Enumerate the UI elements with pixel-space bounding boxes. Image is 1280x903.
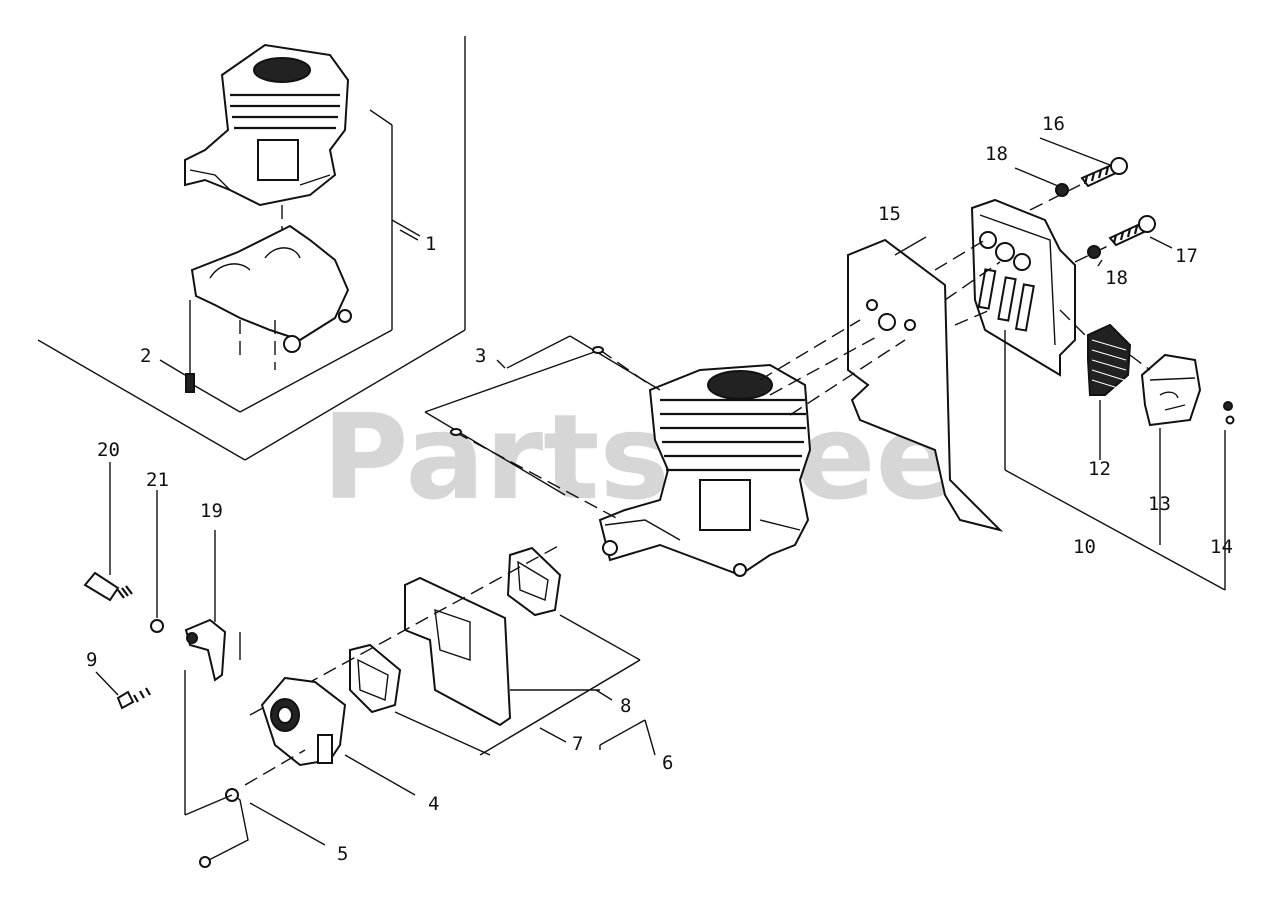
- cylinder-block[interactable]: [598, 363, 812, 577]
- callout-9: 9: [86, 649, 97, 671]
- callout-10: 10: [1073, 536, 1096, 558]
- crankcase-lower[interactable]: [190, 224, 352, 353]
- callout-17: 17: [1175, 245, 1198, 267]
- callout-15: 15: [878, 203, 901, 225]
- nut-icon-14b[interactable]: [1225, 415, 1235, 425]
- gasket-8[interactable]: [506, 546, 562, 617]
- dash-shield-1: [759, 319, 861, 381]
- callout-3: 3: [475, 345, 486, 367]
- callout-13: 13: [1148, 493, 1171, 515]
- callout-19: 19: [200, 500, 223, 522]
- heat-shield[interactable]: [847, 238, 1004, 532]
- washer-icon-18b[interactable]: [1087, 245, 1101, 259]
- screw-icon-2[interactable]: [185, 373, 195, 393]
- bolt-16[interactable]: [1080, 157, 1128, 188]
- screw-9[interactable]: [116, 687, 151, 710]
- washer-icon-18a[interactable]: [1055, 183, 1069, 197]
- callout-6: 6: [662, 752, 673, 774]
- callout-1: 1: [425, 233, 436, 255]
- callout-2: 2: [140, 345, 151, 367]
- part-3-outline: [424, 335, 661, 521]
- muffler-body[interactable]: [970, 198, 1076, 377]
- knob-20[interactable]: [83, 571, 133, 602]
- callout-18-upper: 18: [985, 143, 1008, 165]
- washer-21[interactable]: [150, 619, 164, 633]
- callout-7: 7: [572, 733, 583, 755]
- bracket-19[interactable]: [184, 618, 227, 682]
- nut-icon-14a[interactable]: [1223, 401, 1233, 411]
- choke-rod-5[interactable]: [199, 788, 249, 868]
- callout-18-lower: 18: [1105, 267, 1128, 289]
- callout-12: 12: [1088, 458, 1111, 480]
- callout-20: 20: [97, 439, 120, 461]
- callout-5: 5: [337, 843, 348, 865]
- callout-8: 8: [620, 695, 631, 717]
- callout-16: 16: [1042, 113, 1065, 135]
- carburetor[interactable]: [260, 676, 347, 767]
- cylinder-crankcase-upper[interactable]: [184, 43, 350, 207]
- insulator-plate-7[interactable]: [404, 576, 512, 727]
- callout-4: 4: [428, 793, 439, 815]
- gasket-6[interactable]: [349, 643, 402, 714]
- inset-box: [37, 36, 466, 461]
- bolt-17[interactable]: [1108, 215, 1156, 247]
- callout-21: 21: [146, 469, 169, 491]
- muffler-cover[interactable]: [1140, 353, 1202, 427]
- spark-arrestor-screen[interactable]: [1087, 323, 1132, 396]
- callout-14: 14: [1210, 536, 1233, 558]
